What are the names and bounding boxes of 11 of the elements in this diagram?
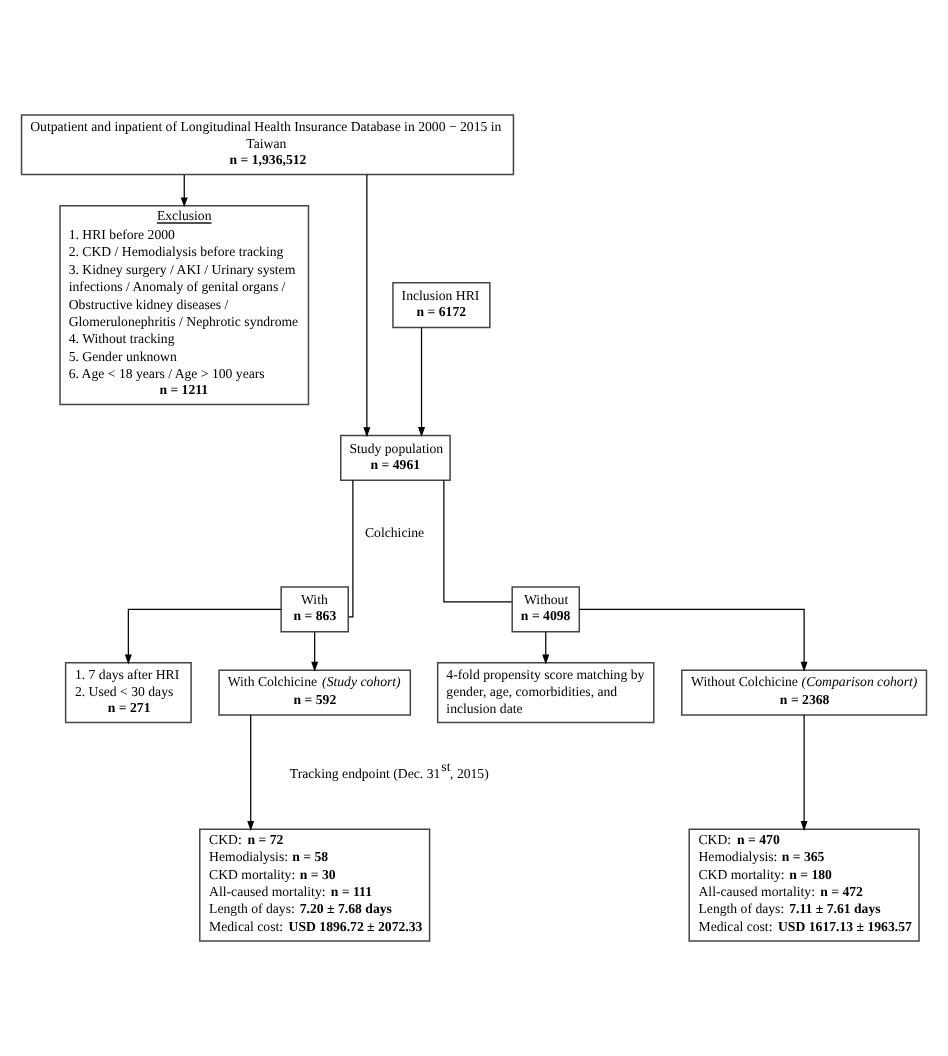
arrow	[578, 608, 808, 672]
arrow	[180, 174, 188, 208]
arrow	[124, 608, 282, 665]
connector	[348, 479, 354, 618]
arrow	[363, 174, 371, 438]
arrow	[311, 631, 319, 672]
arrow	[800, 714, 808, 831]
arrow	[418, 326, 425, 438]
arrow	[247, 714, 255, 831]
arrow	[542, 631, 550, 665]
connector	[443, 479, 513, 603]
